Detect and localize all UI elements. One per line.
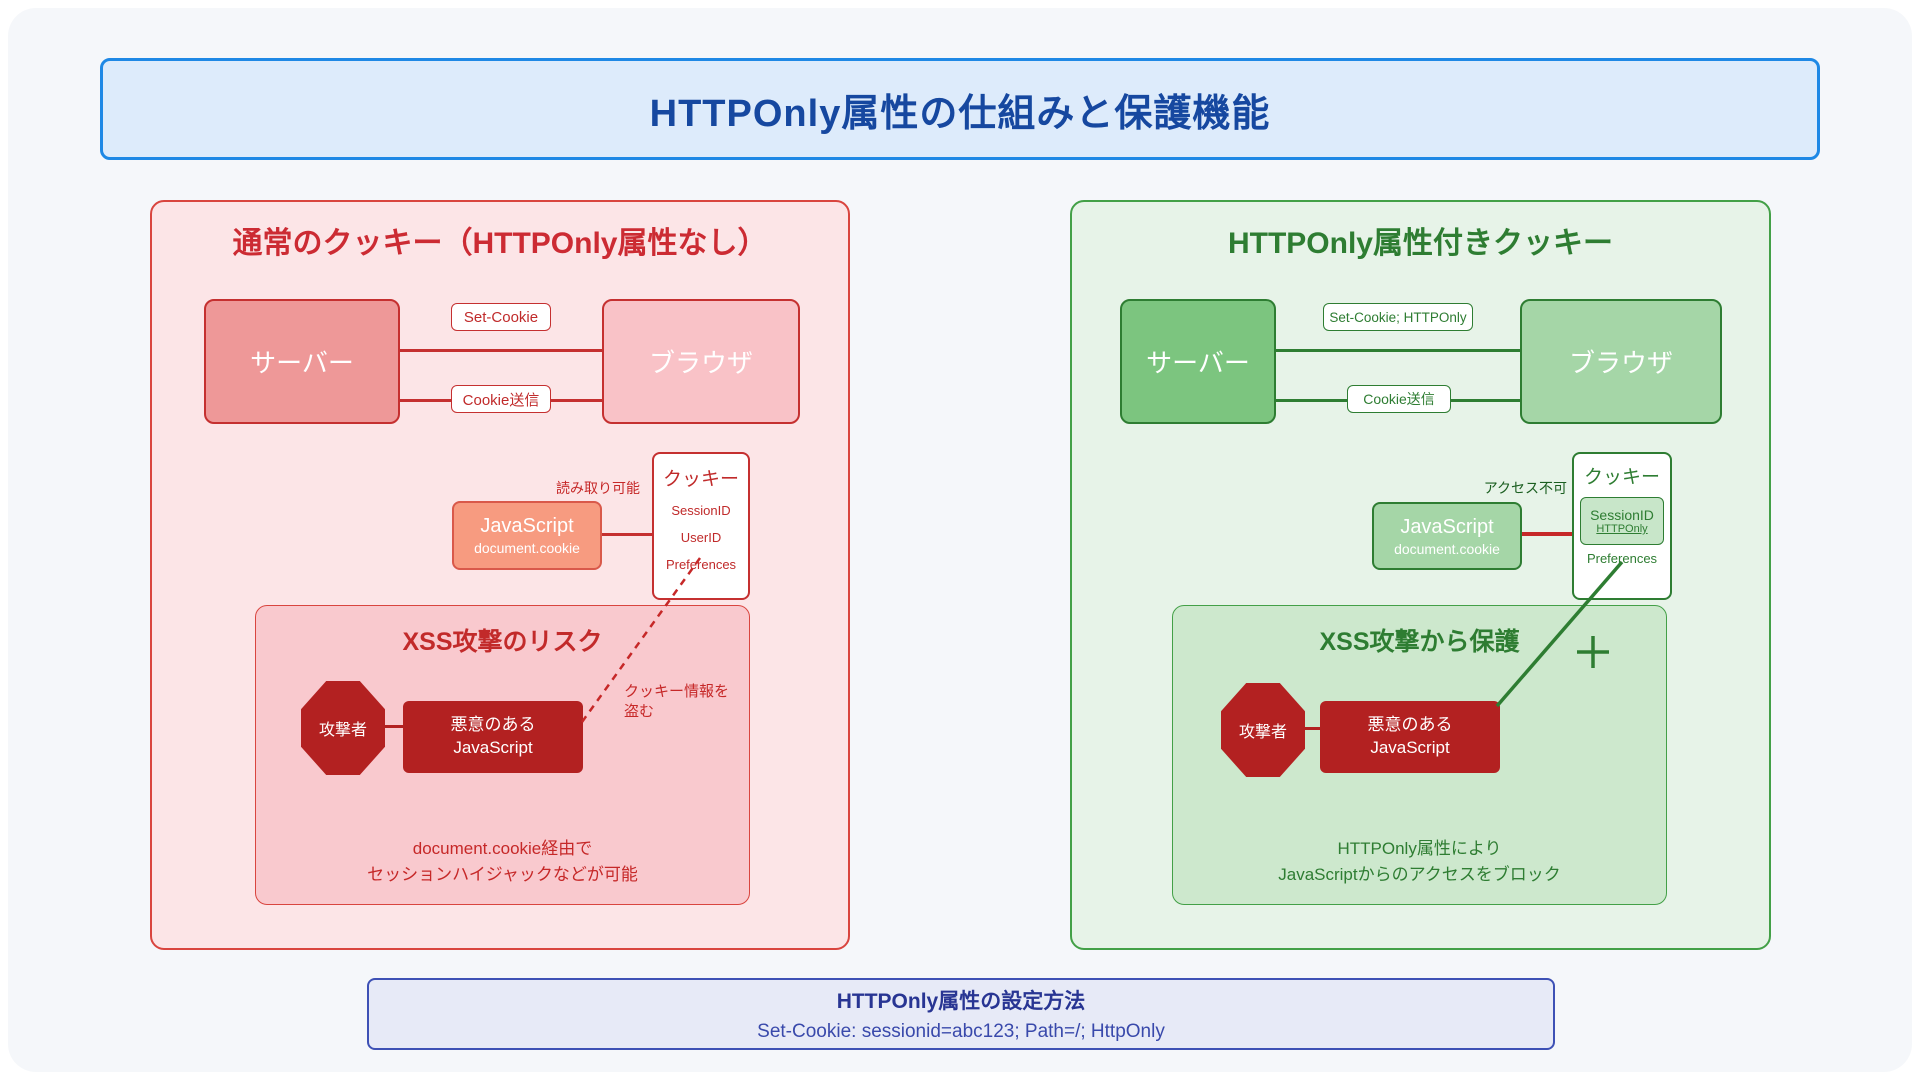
xss-protect-title: XSS攻撃から保護 bbox=[1319, 628, 1520, 656]
server-label-left: サーバー bbox=[250, 348, 354, 378]
blocked-access-edge bbox=[1522, 532, 1572, 536]
xss-protect-box: XSS攻撃から保護 攻撃者 悪意のある JavaScript HTTPOnly属… bbox=[1172, 605, 1667, 905]
normal-cookie-panel-title: 通常のクッキー（HTTPOnly属性なし） bbox=[232, 227, 768, 260]
cookie-store-node-right: クッキー SessionID HTTPOnly Preferences bbox=[1572, 452, 1672, 600]
attacker-edge-right bbox=[1305, 727, 1323, 730]
steal-cookie-line1: クッキー情報を bbox=[624, 683, 730, 700]
xss-risk-box: XSS攻撃のリスク 攻撃者 悪意のある JavaScript クッキー情報を 盗… bbox=[255, 605, 750, 905]
malicious-js-line1-left: 悪意のある bbox=[450, 715, 536, 735]
set-cookie-edge-right bbox=[1276, 349, 1520, 352]
cookie-store-title-left: クッキー bbox=[662, 469, 739, 490]
xss-risk-note-line2: セッションハイジャックなどが可能 bbox=[367, 865, 638, 885]
javascript-node-subtitle-right: document.cookie bbox=[1394, 540, 1500, 557]
server-node-left: サーバー bbox=[204, 299, 400, 424]
javascript-node-title-left: JavaScript bbox=[480, 515, 574, 537]
malicious-js-node-left: 悪意のある JavaScript bbox=[403, 701, 583, 773]
cookie-send-edge-label-right: Cookie送信 bbox=[1347, 385, 1451, 413]
browser-node-right: ブラウザ bbox=[1520, 299, 1722, 424]
malicious-js-line2-left: JavaScript bbox=[453, 738, 533, 757]
setting-method-code: Set-Cookie: sessionid=abc123; Path=/; Ht… bbox=[757, 1021, 1165, 1042]
attacker-octagon-left: 攻撃者 bbox=[301, 681, 385, 775]
malicious-js-line1-right: 悪意のある bbox=[1367, 715, 1453, 735]
access-denied-annotation: アクセス不可 bbox=[1483, 480, 1567, 496]
cookie-send-edge-label-left: Cookie送信 bbox=[451, 385, 551, 413]
attacker-label-right: 攻撃者 bbox=[1238, 724, 1287, 741]
cookie-item-preferences-left: Preferences bbox=[665, 557, 737, 572]
javascript-node-title-right: JavaScript bbox=[1400, 515, 1494, 538]
javascript-node-right: JavaScript document.cookie bbox=[1372, 502, 1522, 570]
cookie-item-userid-left: UserID bbox=[680, 530, 722, 545]
httponly-flag-label: HTTPOnly bbox=[1596, 523, 1648, 535]
httponly-cookie-panel-title: HTTPOnly属性付きクッキー bbox=[1227, 227, 1613, 260]
server-label-right: サーバー bbox=[1146, 348, 1250, 378]
attacker-octagon-right: 攻撃者 bbox=[1221, 683, 1305, 777]
setting-method-title: HTTPOnly属性の設定方法 bbox=[836, 990, 1086, 1013]
xss-protect-note-line2: JavaScriptからのアクセスをブロック bbox=[1278, 865, 1561, 885]
steal-cookie-annotation: クッキー情報を 盗む bbox=[624, 682, 754, 723]
browser-label-right: ブラウザ bbox=[1568, 348, 1673, 378]
preferences-label-right: Preferences bbox=[1586, 551, 1658, 566]
set-cookie-edge-left bbox=[400, 349, 602, 352]
server-node-right: サーバー bbox=[1120, 299, 1276, 424]
javascript-node-left: JavaScript document.cookie bbox=[452, 501, 602, 570]
xss-protect-note-line1: HTTPOnly属性により bbox=[1337, 839, 1502, 858]
malicious-js-node-right: 悪意のある JavaScript bbox=[1320, 701, 1500, 773]
xss-protect-note: HTTPOnly属性により JavaScriptからのアクセスをブロック bbox=[1173, 836, 1666, 889]
malicious-js-line2-right: JavaScript bbox=[1370, 738, 1450, 757]
setting-method-box: HTTPOnly属性の設定方法 Set-Cookie: sessionid=ab… bbox=[367, 978, 1555, 1050]
cookie-store-node-left: クッキー SessionID UserID Preferences bbox=[652, 452, 750, 600]
browser-node-left: ブラウザ bbox=[602, 299, 800, 424]
xss-risk-note: document.cookie経由で セッションハイジャックなどが可能 bbox=[256, 836, 749, 889]
browser-label-left: ブラウザ bbox=[648, 348, 753, 378]
set-cookie-httponly-edge-label: Set-Cookie; HTTPOnly bbox=[1323, 303, 1473, 331]
protected-sessionid-box: SessionID HTTPOnly bbox=[1580, 497, 1664, 545]
main-title-box: HTTPOnly属性の仕組みと保護機能 bbox=[100, 58, 1820, 160]
httponly-cookie-panel: HTTPOnly属性付きクッキー サーバー ブラウザ Set-Cookie; H… bbox=[1070, 200, 1771, 950]
attacker-edge-left bbox=[385, 725, 403, 728]
javascript-node-subtitle-left: document.cookie bbox=[474, 540, 580, 556]
cookie-store-title-right: クッキー bbox=[1583, 467, 1660, 488]
sessionid-label-right: SessionID bbox=[1590, 507, 1654, 523]
cookie-item-sessionid-left: SessionID bbox=[671, 503, 731, 518]
attacker-label-left: 攻撃者 bbox=[318, 722, 367, 739]
page-title: HTTPOnly属性の仕組みと保護機能 bbox=[649, 92, 1271, 135]
xss-risk-note-line1: document.cookie経由で bbox=[412, 839, 593, 858]
steal-cookie-line2: 盗む bbox=[624, 703, 655, 721]
set-cookie-edge-label-left: Set-Cookie bbox=[451, 303, 551, 331]
js-to-cookie-edge-left bbox=[602, 533, 652, 536]
readable-annotation: 読み取り可能 bbox=[556, 480, 640, 496]
xss-risk-title: XSS攻撃のリスク bbox=[402, 628, 603, 656]
normal-cookie-panel: 通常のクッキー（HTTPOnly属性なし） サーバー ブラウザ Set-Cook… bbox=[150, 200, 850, 950]
